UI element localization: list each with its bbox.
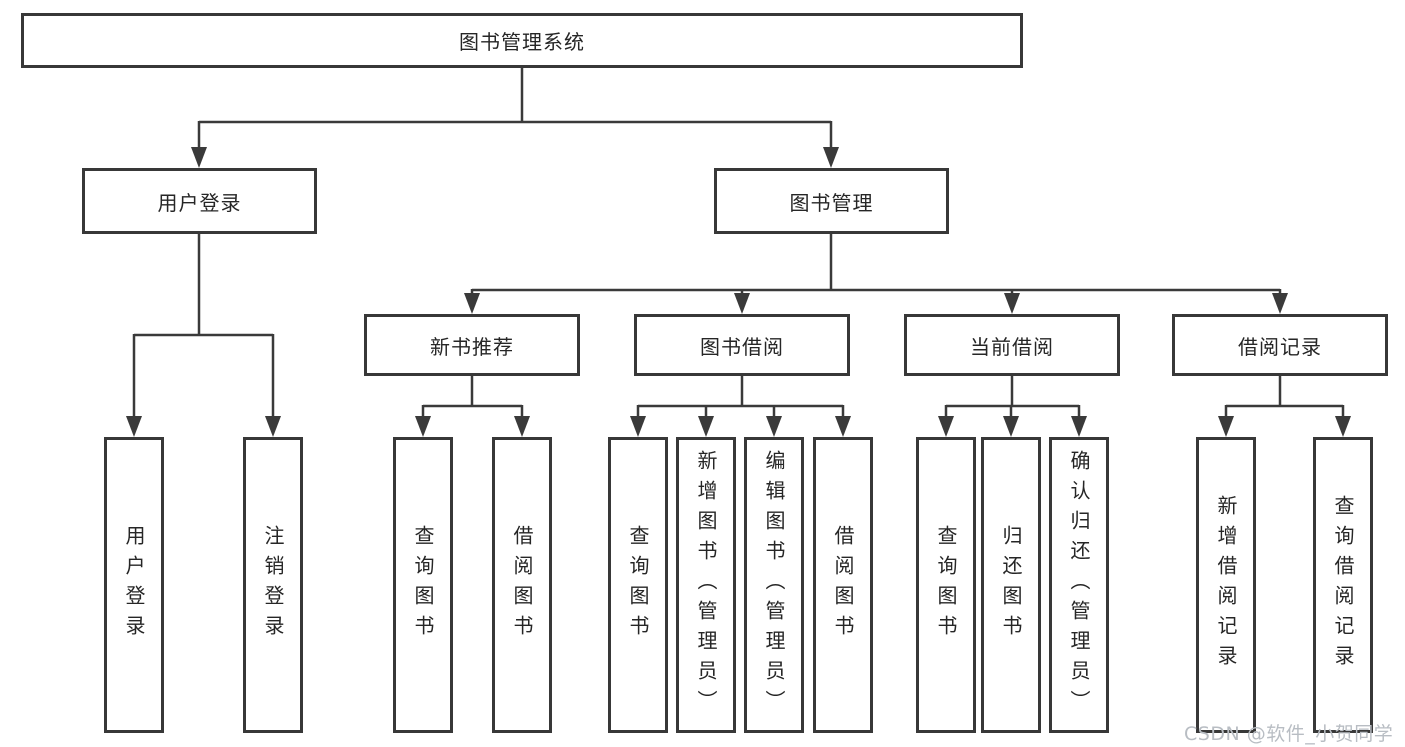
node-user-login: 用户登录 xyxy=(82,168,317,234)
node-borrowing-records: 借阅记录 xyxy=(1172,314,1388,376)
leaf-confirm-return-admin: 确认归还（管理员） xyxy=(1049,437,1109,733)
connector-new-book-rec-children xyxy=(415,376,530,437)
node-new-book-recommend: 新书推荐 xyxy=(364,314,580,376)
arrowhead-icon xyxy=(126,416,142,437)
leaf-confirm-return-admin-label: 确认归还（管理员） xyxy=(1067,450,1091,720)
leaf-borrow-book-recommend-label: 借阅图书 xyxy=(510,525,534,645)
node-root-label: 图书管理系统 xyxy=(459,30,585,54)
arrowhead-icon xyxy=(514,416,530,437)
arrowhead-icon xyxy=(415,416,431,437)
leaf-edit-book-admin-label: 编辑图书（管理员） xyxy=(762,450,786,720)
node-current-borrowing: 当前借阅 xyxy=(904,314,1120,376)
connector-user-login-children xyxy=(126,234,281,437)
arrowhead-icon xyxy=(766,416,782,437)
leaf-borrow-book: 借阅图书 xyxy=(813,437,873,733)
connector-borrow-records-children xyxy=(1218,376,1351,437)
node-book-borrowing: 图书借阅 xyxy=(634,314,850,376)
node-root-system: 图书管理系统 xyxy=(21,13,1023,68)
leaf-query-book-current-label: 查询图书 xyxy=(934,525,958,645)
leaf-user-login: 用户登录 xyxy=(104,437,164,733)
leaf-query-book-borrowing-label: 查询图书 xyxy=(626,525,650,645)
arrowhead-icon xyxy=(1218,416,1234,437)
leaf-user-login-label: 用户登录 xyxy=(122,525,146,645)
node-user-login-label: 用户登录 xyxy=(157,190,242,215)
leaf-query-borrow-record: 查询借阅记录 xyxy=(1313,437,1373,733)
arrowhead-icon xyxy=(1071,416,1087,437)
connector-book-borrow-children xyxy=(630,376,851,437)
leaf-query-book-recommend-label: 查询图书 xyxy=(411,525,435,645)
leaf-query-book-current: 查询图书 xyxy=(916,437,976,733)
leaf-edit-book-admin: 编辑图书（管理员） xyxy=(744,437,804,733)
arrowhead-icon xyxy=(1003,416,1019,437)
node-book-management-label: 图书管理 xyxy=(789,190,874,215)
leaf-return-book-label: 归还图书 xyxy=(999,525,1023,645)
arrowhead-icon xyxy=(734,293,750,314)
leaf-add-borrow-record: 新增借阅记录 xyxy=(1196,437,1256,733)
node-new-book-recommend-label: 新书推荐 xyxy=(430,334,514,359)
arrowhead-icon xyxy=(630,416,646,437)
node-current-borrowing-label: 当前借阅 xyxy=(970,334,1054,359)
leaf-logout-label: 注销登录 xyxy=(261,525,285,645)
leaf-add-book-admin: 新增图书（管理员） xyxy=(676,437,736,733)
leaf-query-borrow-record-label: 查询借阅记录 xyxy=(1331,495,1355,675)
node-book-borrowing-label: 图书借阅 xyxy=(700,334,784,359)
leaf-query-book-borrowing: 查询图书 xyxy=(608,437,668,733)
arrowhead-icon xyxy=(823,147,839,168)
arrowhead-icon xyxy=(191,147,207,168)
leaf-query-book-recommend: 查询图书 xyxy=(393,437,453,733)
csdn-watermark: CSDN @软件_小贺同学 xyxy=(1184,723,1394,745)
leaf-add-borrow-record-label: 新增借阅记录 xyxy=(1214,495,1238,675)
connector-book-mgmt-children xyxy=(464,234,1288,314)
leaf-borrow-book-label: 借阅图书 xyxy=(831,525,855,645)
node-book-management: 图书管理 xyxy=(714,168,949,234)
arrowhead-icon xyxy=(1004,293,1020,314)
connector-current-borrow-children xyxy=(938,376,1087,437)
arrowhead-icon xyxy=(1272,293,1288,314)
leaf-return-book: 归还图书 xyxy=(981,437,1041,733)
arrowhead-icon xyxy=(265,416,281,437)
leaf-borrow-book-recommend: 借阅图书 xyxy=(492,437,552,733)
arrowhead-icon xyxy=(1335,416,1351,437)
leaf-logout: 注销登录 xyxy=(243,437,303,733)
arrowhead-icon xyxy=(938,416,954,437)
arrowhead-icon xyxy=(698,416,714,437)
connector-root-to-level1 xyxy=(191,68,839,168)
node-borrowing-records-label: 借阅记录 xyxy=(1238,334,1322,359)
leaf-add-book-admin-label: 新增图书（管理员） xyxy=(694,450,718,720)
arrowhead-icon xyxy=(835,416,851,437)
arrowhead-icon xyxy=(464,293,480,314)
